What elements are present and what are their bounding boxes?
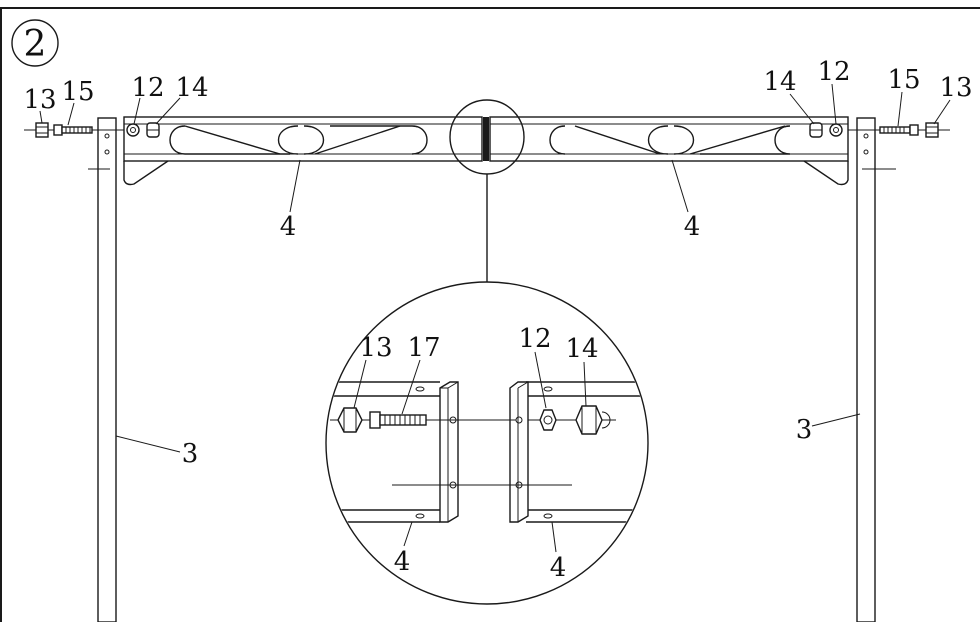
- washer-icon: [126, 123, 140, 137]
- label-detail-nut: 13: [359, 333, 392, 363]
- washer-icon: [539, 409, 557, 431]
- bolt-icon: [53, 124, 93, 136]
- lock-washer-icon: [146, 122, 160, 138]
- label-post-left: 3: [182, 439, 199, 469]
- bolt-icon: [369, 411, 427, 429]
- beam-labels: 4 4: [280, 159, 701, 242]
- label-beam-right: 4: [684, 212, 701, 242]
- frame: [0, 7, 980, 622]
- nut-icon: [337, 407, 363, 433]
- nut-icon: [35, 122, 49, 138]
- right-post: [856, 117, 896, 622]
- label-detail-short-bolt: 17: [407, 333, 440, 363]
- hardware-left: [24, 122, 160, 138]
- detail-view: 13 17 12 14 4 4: [325, 281, 649, 605]
- label-detail-beam-right: 4: [550, 553, 567, 583]
- label-long-bolt-left: 15: [61, 77, 94, 107]
- label-detail-lock-washer: 14: [565, 334, 598, 364]
- label-detail-washer: 12: [518, 324, 551, 354]
- top-labels: 13 15 12 14 14 12 15 13: [23, 57, 973, 127]
- detail-beam-left: [327, 381, 459, 523]
- nut-icon: [925, 122, 939, 138]
- post-labels: 3 3: [115, 413, 861, 469]
- label-nut-left: 13: [23, 85, 56, 115]
- lock-washer-icon: [809, 122, 823, 138]
- label-lock-washer-right: 14: [763, 67, 796, 97]
- step-badge: 2: [11, 19, 59, 67]
- left-post: [88, 117, 117, 622]
- label-long-bolt-right: 15: [887, 65, 920, 95]
- label-beam-left: 4: [280, 212, 297, 242]
- label-nut-right: 13: [939, 73, 972, 103]
- label-lock-washer-left: 14: [175, 73, 208, 103]
- label-post-right: 3: [796, 415, 813, 445]
- bolt-icon: [879, 124, 919, 136]
- label-detail-beam-left: 4: [394, 547, 411, 577]
- hardware-right: [809, 122, 950, 138]
- lock-washer-icon: [575, 405, 611, 435]
- step-number: 2: [24, 24, 47, 65]
- label-washer-right: 12: [817, 57, 850, 87]
- center-joint: [449, 99, 525, 282]
- washer-icon: [829, 123, 843, 137]
- label-washer-left: 12: [131, 73, 164, 103]
- beam-right: [489, 116, 849, 186]
- beam-left: [123, 116, 483, 186]
